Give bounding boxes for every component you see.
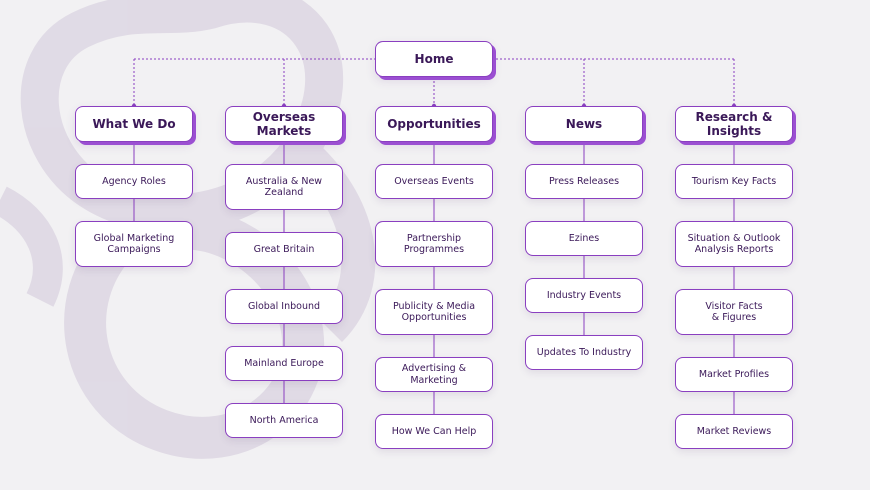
leaf-node-press-releases-label: Press Releases [548,175,620,187]
section-node-opportunities-label: Opportunities [387,117,481,131]
leaf-node-market-profiles[interactable]: Market Profiles [675,357,793,392]
leaf-node-market-reviews[interactable]: Market Reviews [675,414,793,449]
leaf-node-advertising-and-marketing[interactable]: Advertising & Marketing [375,357,493,392]
section-node-what-we-do[interactable]: What We Do [75,106,193,142]
leaf-node-how-we-can-help-label: How We Can Help [391,425,477,437]
leaf-node-ezines[interactable]: Ezines [525,221,643,256]
leaf-node-ezines-label: Ezines [568,232,600,244]
leaf-node-visitor-facts-and-figures-label: Visitor Facts& Figures [705,300,763,324]
leaf-node-north-america-label: North America [249,414,319,426]
section-node-overseas-markets[interactable]: Overseas Markets [225,106,343,142]
home-node[interactable]: Home [375,41,493,77]
leaf-node-how-we-can-help[interactable]: How We Can Help [375,414,493,449]
section-node-research-and-insights[interactable]: Research & Insights [675,106,793,142]
leaf-node-global-inbound[interactable]: Global Inbound [225,289,343,324]
leaf-node-industry-events[interactable]: Industry Events [525,278,643,313]
leaf-node-global-inbound-label: Global Inbound [247,300,321,312]
leaf-node-visitor-facts-and-figures[interactable]: Visitor Facts& Figures [675,289,793,335]
leaf-node-market-profiles-label: Market Profiles [698,368,770,380]
leaf-node-market-reviews-label: Market Reviews [696,425,772,437]
section-node-what-we-do-label: What We Do [92,117,176,131]
leaf-node-tourism-key-facts[interactable]: Tourism Key Facts [675,164,793,199]
section-node-opportunities[interactable]: Opportunities [375,106,493,142]
leaf-node-industry-events-label: Industry Events [546,289,622,301]
leaf-node-tourism-key-facts-label: Tourism Key Facts [691,175,777,187]
home-node-label: Home [414,52,454,66]
leaf-node-north-america[interactable]: North America [225,403,343,438]
leaf-node-agency-roles[interactable]: Agency Roles [75,164,193,199]
section-node-news[interactable]: News [525,106,643,142]
leaf-node-overseas-events[interactable]: Overseas Events [375,164,493,199]
leaf-node-advertising-and-marketing-label: Advertising & Marketing [401,363,467,386]
leaf-node-updates-to-industry-label: Updates To Industry [536,346,632,358]
leaf-node-press-releases[interactable]: Press Releases [525,164,643,199]
leaf-node-overseas-events-label: Overseas Events [394,175,474,187]
section-node-overseas-markets-label: Overseas Markets [252,110,316,138]
leaf-node-agency-roles-label: Agency Roles [102,175,166,187]
leaf-node-updates-to-industry[interactable]: Updates To Industry [525,335,643,370]
leaf-node-great-britain-label: Great Britain [253,243,315,255]
leaf-node-mainland-europe-label: Mainland Europe [244,357,324,369]
section-node-news-label: News [565,117,603,131]
leaf-node-mainland-europe[interactable]: Mainland Europe [225,346,343,381]
section-node-research-and-insights-label: Research & Insights [695,110,773,138]
leaf-node-great-britain[interactable]: Great Britain [225,232,343,267]
